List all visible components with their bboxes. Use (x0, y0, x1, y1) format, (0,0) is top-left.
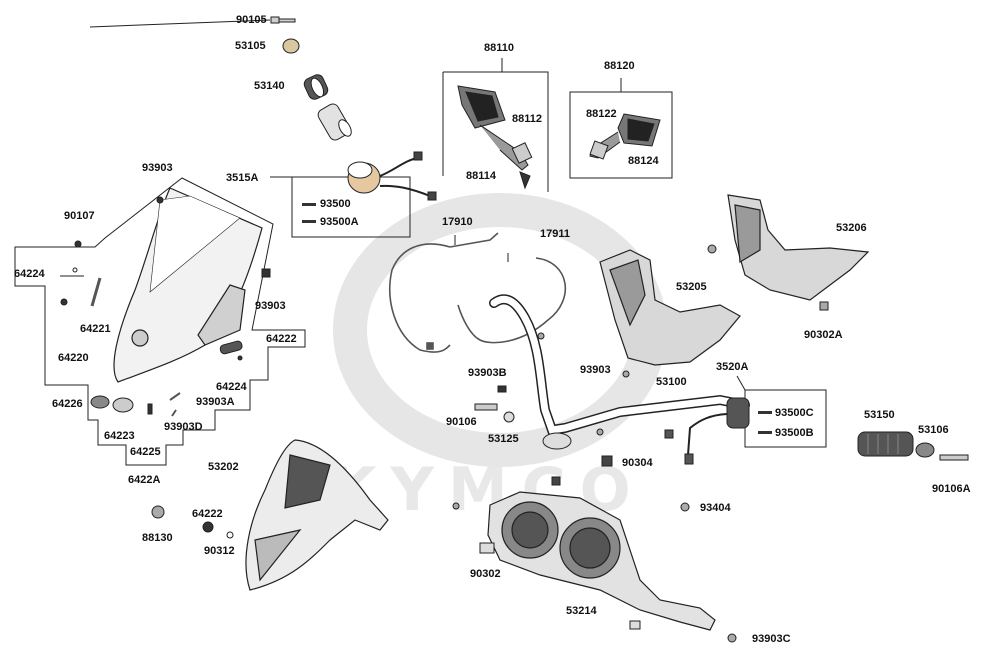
label-93903C: 93903C (752, 633, 791, 645)
label-90107: 90107 (64, 210, 95, 222)
label-88120: 88120 (604, 60, 635, 72)
label-90106: 90106 (446, 416, 477, 428)
windscreen-64220 (113, 187, 263, 383)
label-93903A: 93903A (196, 396, 235, 408)
label-6422A: 6422A (128, 474, 161, 486)
label-90302A: 90302A (804, 329, 843, 341)
cables (389, 232, 567, 353)
label-93903-mid: 93903 (255, 300, 286, 312)
label-64222-low: 64222 (192, 508, 223, 520)
windscreen-small-parts (60, 196, 271, 417)
cover-53205 (599, 249, 741, 366)
label-64223: 64223 (104, 430, 135, 442)
label-93500: 93500 (320, 198, 351, 210)
label-64222-box: 64222 (266, 333, 297, 345)
label-93903D: 93903D (164, 421, 203, 433)
label-53150: 53150 (864, 409, 895, 421)
label-53125: 53125 (488, 433, 519, 445)
cover-53202 (245, 439, 389, 591)
label-88114: 88114 (466, 170, 496, 182)
switch-3515A (347, 151, 437, 201)
label-93500A: 93500A (320, 216, 359, 228)
label-90312: 90312 (204, 545, 235, 557)
label-53105: 53105 (235, 40, 266, 52)
label-64221: 64221 (80, 323, 111, 335)
switch-3520A (664, 397, 750, 465)
throttle-tube (317, 103, 352, 141)
weight-53105 (282, 38, 300, 54)
label-53202: 53202 (208, 461, 239, 473)
label-93404: 93404 (700, 502, 731, 514)
mirror-88120 (589, 113, 661, 160)
label-64220: 64220 (58, 352, 89, 364)
fasteners (151, 244, 829, 643)
label-93903-right: 93903 (580, 364, 611, 376)
label-53140: 53140 (254, 80, 285, 92)
mirror-88110 (457, 85, 533, 190)
cover-53206 (727, 194, 870, 301)
label-90304: 90304 (622, 457, 653, 469)
label-53106: 53106 (918, 424, 949, 436)
bolt-90105 (270, 16, 296, 24)
label-90302: 90302 (470, 568, 501, 580)
label-3520A: 3520A (716, 361, 749, 373)
label-53206: 53206 (836, 222, 867, 234)
label-93500B: 93500B (775, 427, 814, 439)
label-88124: 88124 (628, 155, 659, 167)
screw-93500C (758, 411, 772, 434)
label-53214: 53214 (566, 605, 597, 617)
label-93500C: 93500C (775, 407, 814, 419)
handlebar-53100 (489, 294, 750, 450)
label-90105: 90105 (236, 14, 267, 26)
label-64224-lower: 64224 (216, 381, 247, 393)
label-93903-top: 93903 (142, 162, 173, 174)
grip-53140 (303, 74, 329, 100)
label-64224-left: 64224 (14, 268, 45, 280)
label-53100: 53100 (656, 376, 687, 388)
grip-53150 (857, 431, 969, 461)
label-64226: 64226 (52, 398, 83, 410)
leader-lines (14, 19, 827, 466)
label-93903B: 93903B (468, 367, 507, 379)
label-88130: 88130 (142, 532, 173, 544)
label-88112: 88112 (512, 113, 542, 125)
label-17911: 17911 (540, 228, 570, 240)
label-64225: 64225 (130, 446, 161, 458)
screw-93500 (302, 203, 316, 223)
label-3515A: 3515A (226, 172, 259, 184)
label-90106A: 90106A (932, 483, 971, 495)
label-88122: 88122 (586, 108, 617, 120)
label-53205: 53205 (676, 281, 707, 293)
cover-53214 (487, 491, 716, 631)
label-88110: 88110 (484, 42, 514, 54)
label-17910: 17910 (442, 216, 473, 228)
